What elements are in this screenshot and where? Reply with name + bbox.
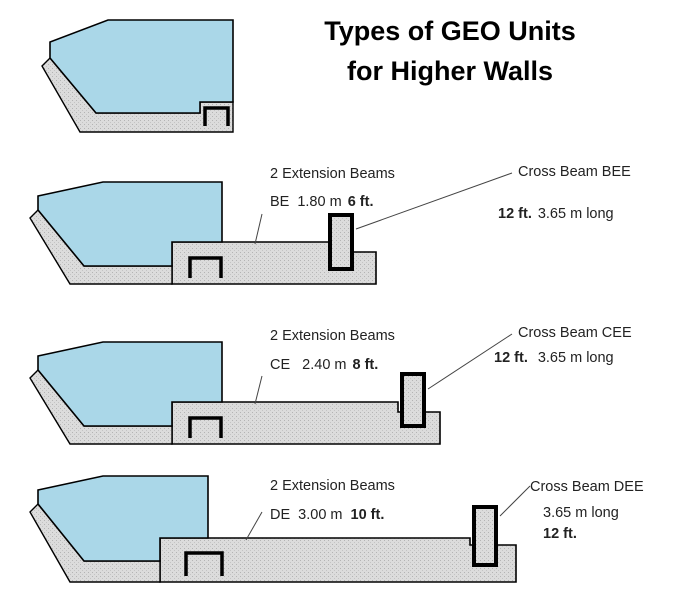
be-cross-length-ft: 12 ft. bbox=[498, 206, 532, 222]
de-water-chamber bbox=[37, 475, 209, 562]
ce-cross-length-ft: 12 ft. bbox=[494, 350, 528, 366]
ce-extension-label: 2 Extension Beams bbox=[270, 328, 395, 344]
ce-cross-beam-label: Cross Beam CEE bbox=[518, 325, 632, 341]
ce-cross-beam bbox=[400, 372, 426, 428]
de-cross-leader bbox=[499, 485, 531, 517]
be-metric: 1.80 m bbox=[297, 194, 341, 210]
ce-imperial: 8 ft. bbox=[353, 357, 379, 373]
de-notch bbox=[184, 551, 224, 576]
ce-metric: 2.40 m bbox=[302, 357, 346, 373]
de-code: DE bbox=[270, 507, 290, 523]
be-cross-length-label: 12 ft. 3.65 m long bbox=[498, 206, 614, 222]
be-extension-leader bbox=[254, 213, 263, 245]
geo-unit-basic bbox=[41, 19, 234, 133]
ce-cross-length-label: 12 ft. 3.65 m long bbox=[494, 350, 614, 366]
ce-cross-leader bbox=[427, 333, 513, 390]
basic-water-chamber bbox=[49, 19, 234, 114]
de-cross-beam-label: Cross Beam DEE bbox=[530, 479, 644, 495]
title-line-1: Types of GEO Units bbox=[324, 16, 576, 46]
de-extension-label: 2 Extension Beams bbox=[270, 478, 395, 494]
ce-cross-length-m: 3.65 m long bbox=[538, 350, 614, 366]
geo-unit-ce bbox=[29, 333, 513, 445]
be-extension-label: 2 Extension Beams bbox=[270, 166, 395, 182]
ce-code: CE bbox=[270, 357, 290, 373]
ce-water-chamber bbox=[37, 341, 223, 427]
be-size-label: BE 1.80 m 6 ft. bbox=[270, 194, 373, 210]
be-cross-leader bbox=[355, 172, 513, 230]
de-metric: 3.00 m bbox=[298, 507, 342, 523]
be-water-chamber bbox=[37, 181, 223, 267]
de-cross-beam bbox=[472, 505, 498, 567]
basic-notch bbox=[203, 106, 230, 126]
ce-extension-leader bbox=[254, 375, 263, 405]
be-cross-beam-label: Cross Beam BEE bbox=[518, 164, 631, 180]
geo-unit-be bbox=[29, 172, 513, 285]
de-cross-length-ft: 12 ft. bbox=[543, 526, 577, 542]
de-imperial: 10 ft. bbox=[351, 507, 385, 523]
geo-unit-de bbox=[29, 475, 531, 583]
be-cross-beam bbox=[328, 213, 354, 271]
de-extension-leader bbox=[245, 511, 263, 541]
title-line-2: for Higher Walls bbox=[347, 56, 553, 86]
ce-notch bbox=[188, 416, 223, 438]
be-notch bbox=[188, 256, 223, 278]
de-cross-length-m: 3.65 m long bbox=[543, 505, 619, 521]
be-imperial: 6 ft. bbox=[348, 194, 374, 210]
be-code: BE bbox=[270, 194, 290, 210]
ce-size-label: CE 2.40 m 8 ft. bbox=[270, 357, 378, 373]
de-size-label: DE 3.00 m 10 ft. bbox=[270, 507, 384, 523]
be-cross-length-m: 3.65 m long bbox=[538, 206, 614, 222]
